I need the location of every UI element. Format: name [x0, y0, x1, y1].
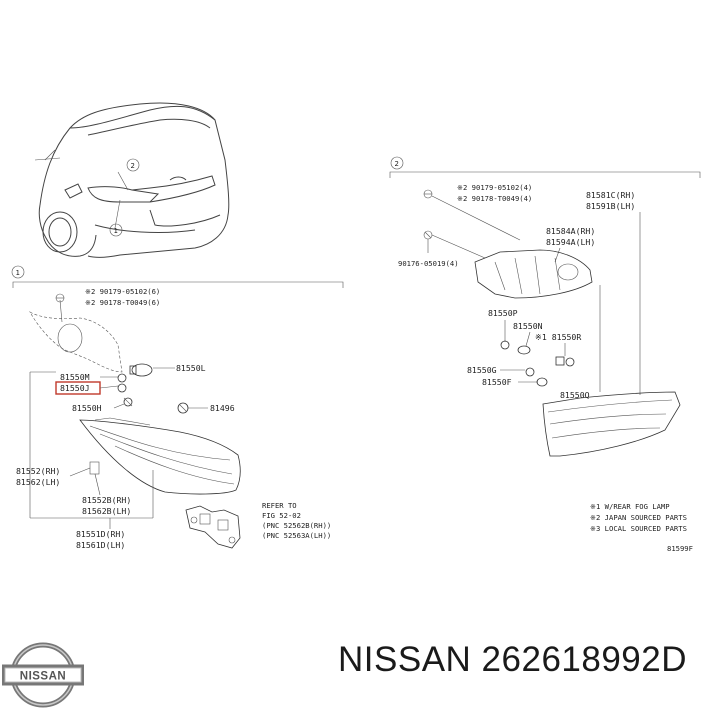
- refer-line-4: (PNC 52563A(LH)): [262, 531, 331, 540]
- section-1-marker: [11, 265, 25, 279]
- socket-81550G-icon: [525, 367, 535, 377]
- part-81550N: 81550N: [513, 321, 543, 331]
- part-81562-lh: 81562(LH): [16, 477, 60, 487]
- part-81496: 81496: [210, 403, 235, 413]
- note-2: ※2 JAPAN SOURCED PARTS: [590, 513, 687, 522]
- screw-icon: [423, 230, 433, 240]
- section-1-marker-text: 1: [16, 268, 20, 277]
- right-hardware-c: 90176-05019(4): [398, 259, 459, 268]
- note-1: ※1 W/REAR FOG LAMP: [590, 502, 670, 511]
- left-hardware-a: ※2 90179-05102(6): [85, 287, 160, 296]
- callout-1-top-text: 1: [114, 226, 118, 235]
- refer-line-2: FIG 52-02: [262, 511, 301, 520]
- garnish-panel-icon: [474, 249, 593, 299]
- part-81550Q: 81550Q: [560, 390, 590, 400]
- refer-line-1: REFER TO: [262, 501, 297, 510]
- callout-2-top-text: 2: [131, 161, 135, 170]
- part-81581C-rh: 81581C(RH): [586, 190, 635, 200]
- callout-1-top: [109, 223, 123, 237]
- section-2-marker-text: 2: [395, 159, 399, 168]
- socket-81550R-icon: [555, 356, 575, 367]
- socket-icon: [117, 373, 127, 393]
- reference-code: 81599F: [667, 544, 693, 553]
- socket-81550H-icon: [123, 397, 133, 407]
- grommet-81496-icon: [177, 402, 189, 414]
- part-81551D-rh: 81551D(RH): [76, 529, 125, 539]
- refer-line-3: (PNC 52562B(RH)): [262, 521, 331, 530]
- part-81584A-rh: 81584A(RH): [546, 226, 595, 236]
- part-81550G: 81550G: [467, 365, 497, 375]
- part-caption: NISSAN 262618992D: [338, 640, 718, 680]
- note-3: ※3 LOCAL SOURCED PARTS: [590, 524, 687, 533]
- callout-2-top: [126, 158, 140, 172]
- part-81550J: 81550J: [60, 383, 90, 393]
- right-hardware-a: ※2 90179-05102(4): [457, 183, 532, 192]
- part-81552-rh: 81552(RH): [16, 466, 60, 476]
- left-hardware-b: ※2 90178-T0049(6): [85, 298, 160, 307]
- right-hardware-b: ※2 90178-T0049(4): [457, 194, 532, 203]
- bulb-81550F-icon: [536, 377, 548, 387]
- bracket-part-icon: [185, 505, 241, 549]
- part-81552B-rh: 81552B(RH): [82, 495, 131, 505]
- bolt-icon: [423, 189, 433, 199]
- bulb-81550L-icon: [129, 363, 153, 377]
- section-2-marker: [390, 156, 404, 170]
- part-81550R: ※1 81550R: [535, 332, 581, 342]
- part-81550L: 81550L: [176, 363, 206, 373]
- part-81550M: 81550M: [60, 372, 90, 382]
- part-81550H: 81550H: [72, 403, 102, 413]
- nissan-logo-text: NISSAN: [20, 671, 66, 683]
- part-81550P: 81550P: [488, 308, 518, 318]
- brand-name: NISSAN: [338, 640, 472, 679]
- part-81594A-lh: 81594A(LH): [546, 237, 595, 247]
- bulb-81550N-icon: [517, 345, 531, 355]
- car-rear-illustration: [34, 102, 230, 258]
- part-81591B-lh: 81591B(LH): [586, 201, 635, 211]
- part-81550F: 81550F: [482, 377, 512, 387]
- part-number: 262618992D: [481, 640, 688, 679]
- clip-icon: [89, 461, 100, 475]
- inner-lamp-assembly-icon: [542, 391, 681, 457]
- nissan-logo-icon: NISSAN: [2, 642, 84, 708]
- socket-81550P-icon: [500, 340, 510, 350]
- part-81562B-lh: 81562B(LH): [82, 506, 131, 516]
- tail-lamp-assembly-icon: [79, 417, 241, 495]
- part-81561D-lh: 81561D(LH): [76, 540, 125, 550]
